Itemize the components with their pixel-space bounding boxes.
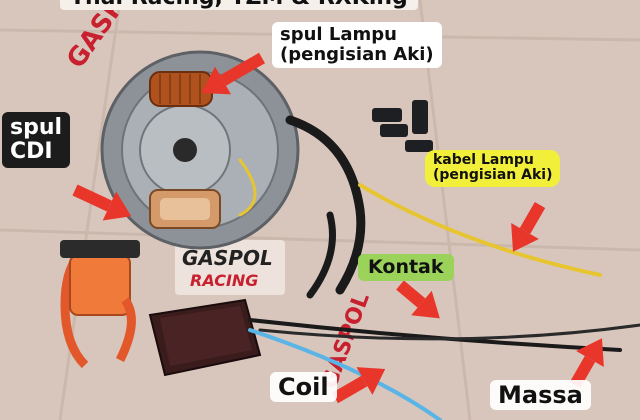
label-spul-cdi-line2: CDI [10, 139, 53, 165]
watermark-logo-middle: GASPOL RACING [175, 240, 285, 295]
svg-text:GASPOL: GASPOL [182, 246, 273, 270]
label-spul-cdi: spul CDI [2, 112, 71, 169]
cdi-box [148, 298, 262, 377]
arrow-spul-cdi [72, 184, 132, 221]
annotation-arrows [72, 52, 604, 404]
svg-text:RACING: RACING [190, 271, 258, 290]
label-kontak: Kontak [358, 254, 454, 281]
label-kabel-lampu-line1: kabel Lampu [433, 152, 534, 168]
cdi-charge-coil [149, 189, 221, 229]
label-coil: Coil [270, 372, 337, 403]
label-spul-lampu-line2: (pengisian Aki) [280, 43, 434, 65]
label-spul-cdi-line1: spul [10, 115, 63, 140]
banner-text: Thai Racing, TZM & RXKing [60, 0, 418, 11]
lighting-coil [149, 71, 213, 107]
ignition-coil [60, 240, 140, 369]
label-spul-lampu: spul Lampu (pengisian Aki) [272, 22, 442, 68]
arrow-spul-lampu [201, 52, 265, 95]
label-kabel-lampu: kabel Lampu (pengisian Aki) [425, 150, 561, 187]
bolts [372, 100, 433, 152]
label-spul-lampu-line1: spul Lampu [280, 24, 397, 45]
arrow-kontak [396, 280, 440, 319]
wiring [238, 115, 640, 420]
arrow-kabel-lampu [511, 202, 546, 252]
label-massa: Massa [490, 380, 591, 411]
label-kabel-lampu-line2: (pengisian Aki) [433, 167, 553, 184]
arrow-coil [332, 367, 386, 404]
